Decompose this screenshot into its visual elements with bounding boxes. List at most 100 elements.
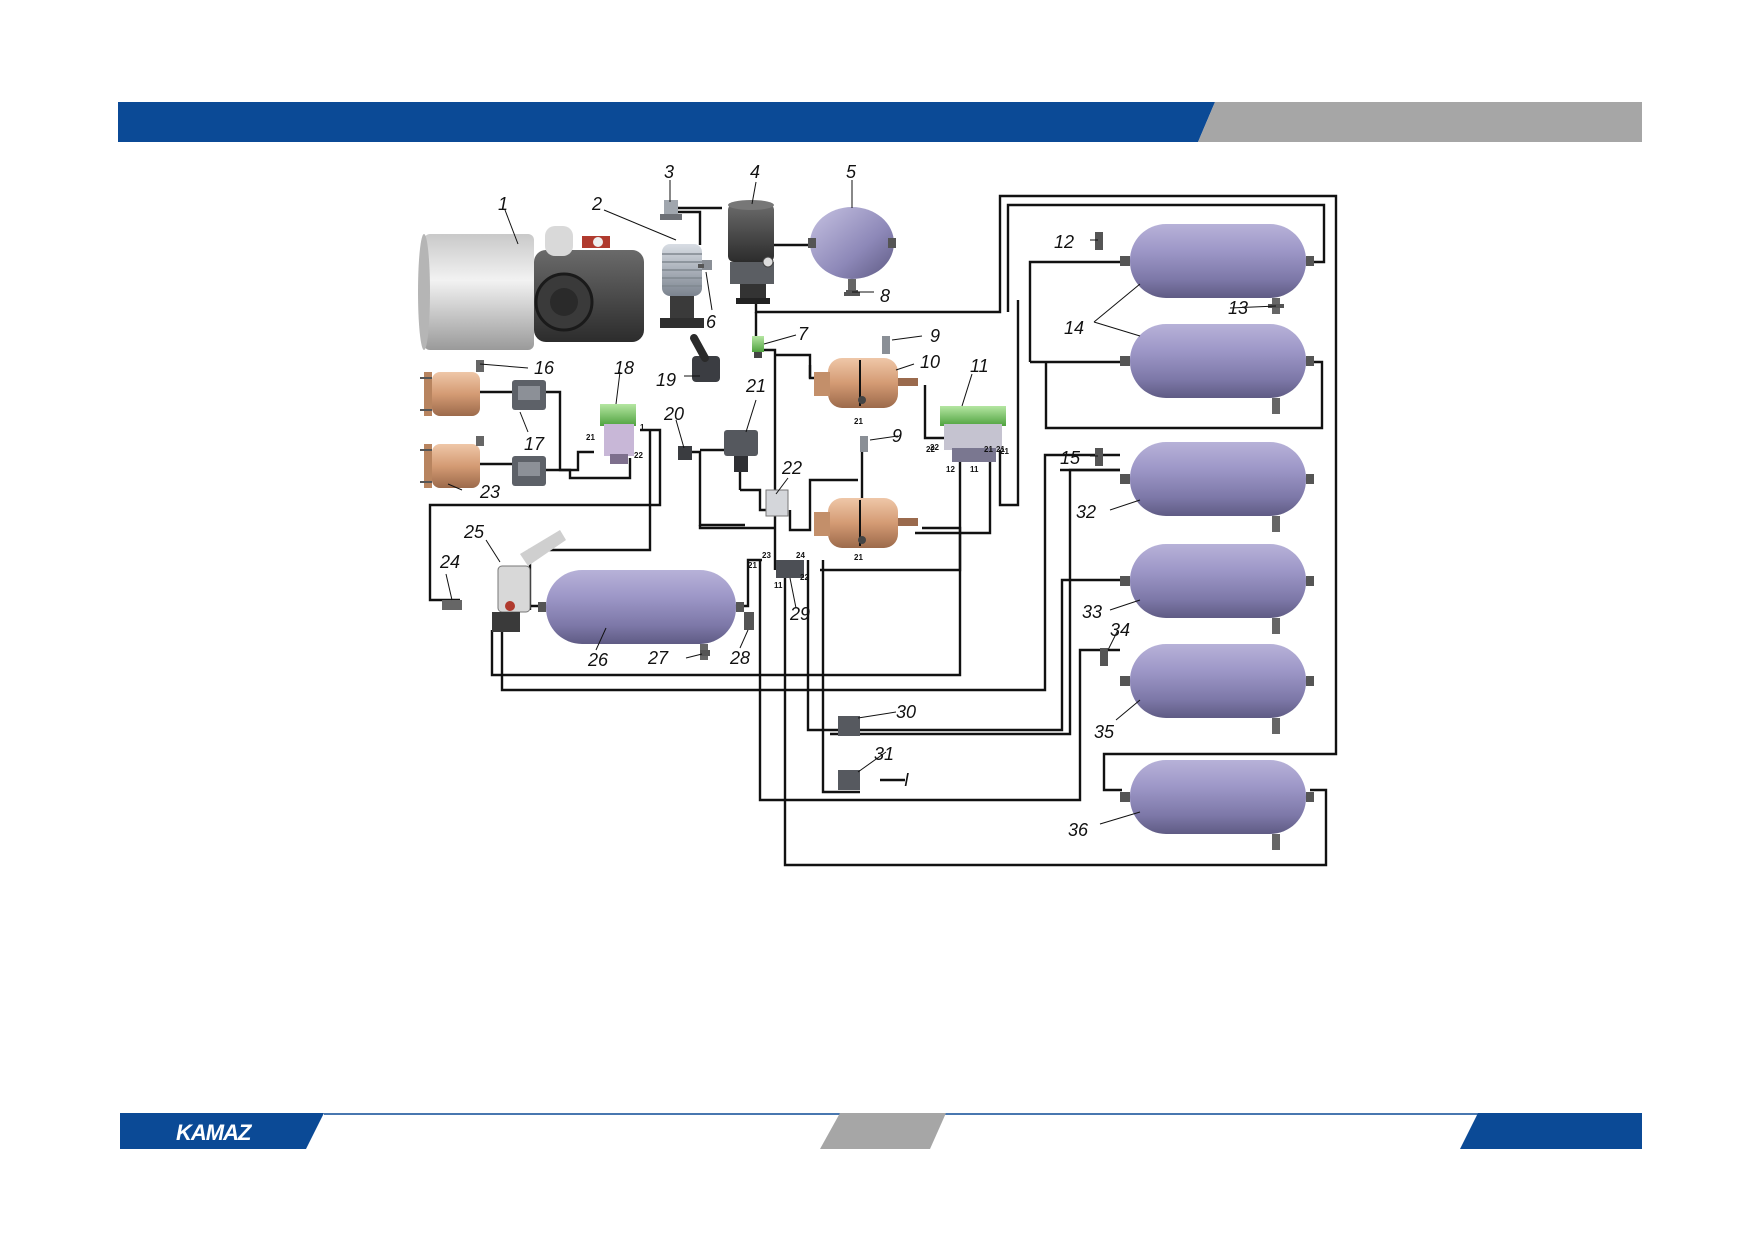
pipe-29-right bbox=[806, 560, 1120, 732]
footer-blue-left bbox=[120, 1113, 324, 1149]
label-11: 11 bbox=[970, 356, 989, 376]
pipe-tank14-loop bbox=[1044, 360, 1324, 430]
port-label: 11 bbox=[774, 581, 783, 590]
drain-8 bbox=[846, 290, 858, 296]
tank-33 bbox=[1120, 544, 1314, 634]
pipe-top-bus-down bbox=[1028, 260, 1122, 362]
label-26: 26 bbox=[587, 650, 609, 670]
label-13: 13 bbox=[1228, 298, 1248, 318]
footer-bar: KAMAZ bbox=[120, 1113, 1642, 1149]
label-1: 1 bbox=[498, 194, 508, 214]
sensor-9-upper bbox=[882, 336, 890, 354]
tank-32 bbox=[1120, 442, 1314, 532]
pipe-dryer-to-top-bus bbox=[754, 194, 1338, 792]
label-17: 17 bbox=[524, 434, 545, 454]
port-label: 22 bbox=[930, 443, 939, 452]
port-label: 21 bbox=[984, 445, 993, 454]
label-24: 24 bbox=[439, 552, 460, 572]
compressor-1 bbox=[418, 226, 644, 350]
port-label: 24 bbox=[796, 551, 805, 560]
pipe-18-to-left-loop bbox=[428, 428, 662, 602]
pipe-11-to-tank bbox=[998, 300, 1020, 507]
pipe-29-mid bbox=[783, 560, 1328, 867]
label-6: 6 bbox=[706, 312, 717, 332]
port-label: 21 bbox=[854, 417, 863, 426]
pipe-network bbox=[428, 194, 1338, 867]
label-35: 35 bbox=[1094, 722, 1115, 742]
label-23: 23 bbox=[479, 482, 500, 502]
label-15: 15 bbox=[1060, 448, 1081, 468]
valve-22 bbox=[765, 489, 789, 517]
port-label: 21 bbox=[854, 553, 863, 562]
label-7: 7 bbox=[798, 324, 809, 344]
leader-lines bbox=[445, 180, 1277, 825]
sensor-15 bbox=[1095, 448, 1103, 466]
label-28: 28 bbox=[729, 648, 750, 668]
sensor-34 bbox=[1100, 648, 1108, 666]
valve-21 bbox=[724, 430, 758, 472]
valve-30 bbox=[838, 716, 860, 736]
footer-blue-right bbox=[1460, 1113, 1642, 1149]
label-16: 16 bbox=[534, 358, 555, 378]
tank-35 bbox=[1120, 644, 1314, 734]
pipe-25-bottom-b bbox=[500, 453, 1120, 692]
label-36: 36 bbox=[1068, 820, 1089, 840]
label-10: 10 bbox=[920, 352, 940, 372]
port-label: 21 bbox=[996, 445, 1005, 454]
pipe-center-trunk bbox=[754, 312, 777, 570]
label-21: 21 bbox=[745, 376, 766, 396]
modulator-17-lower bbox=[512, 456, 546, 486]
brake-chamber-23 bbox=[420, 436, 484, 488]
label-12: 12 bbox=[1054, 232, 1074, 252]
sensor-9-lower bbox=[860, 436, 868, 452]
label-9a: 9 bbox=[930, 326, 940, 346]
pipe-25-bottom-a bbox=[490, 526, 962, 677]
spring-brake-chamber-10 bbox=[814, 358, 918, 408]
tank-14-lower bbox=[1120, 324, 1314, 414]
label-14: 14 bbox=[1064, 318, 1084, 338]
label-29: 29 bbox=[789, 604, 810, 624]
pipe-29-to-31 bbox=[821, 560, 860, 794]
label-9b: 9 bbox=[892, 426, 902, 446]
label-3: 3 bbox=[664, 162, 674, 182]
label-18: 18 bbox=[614, 358, 634, 378]
port-label: 12 bbox=[946, 465, 955, 474]
connector-24 bbox=[442, 600, 462, 610]
pipe-22-left-loop bbox=[698, 525, 774, 530]
valve-7 bbox=[752, 336, 764, 358]
pipe-20-line bbox=[690, 450, 745, 527]
label-33: 33 bbox=[1082, 602, 1102, 622]
pipe-top-bus-inner bbox=[1006, 203, 1326, 312]
header-bar-graphic bbox=[118, 102, 1642, 142]
filter-2 bbox=[660, 244, 704, 328]
pipe-17b-to-18 bbox=[546, 458, 632, 480]
port-label: 22 bbox=[800, 573, 809, 582]
port-label: 22 bbox=[926, 445, 935, 454]
header-blue-band bbox=[118, 102, 1215, 142]
port-label: 21 bbox=[1000, 447, 1009, 456]
port-label: 11 bbox=[970, 465, 979, 474]
fitting-6 bbox=[698, 260, 712, 270]
valve-31 bbox=[838, 770, 860, 790]
port-label: 22 bbox=[634, 451, 643, 460]
air-dryer-4 bbox=[728, 200, 774, 304]
pipe-29-to-11 bbox=[820, 440, 962, 572]
pipe-29-left bbox=[758, 560, 1120, 802]
component-number-labels: 1 2 3 4 5 6 7 8 9 9 10 11 12 13 14 15 16… bbox=[439, 162, 1248, 840]
port-label: 1 bbox=[640, 423, 645, 432]
footer-gray-center bbox=[820, 1113, 946, 1149]
header-bar bbox=[118, 102, 1642, 142]
receiver-tanks bbox=[538, 207, 1314, 850]
label-20: 20 bbox=[663, 404, 684, 424]
label-22: 22 bbox=[781, 458, 802, 478]
drain-27 bbox=[700, 650, 710, 656]
header-gray-band bbox=[1198, 102, 1642, 142]
label-5: 5 bbox=[846, 162, 857, 182]
valve-3 bbox=[660, 200, 682, 220]
label-2: 2 bbox=[591, 194, 602, 214]
spring-brake-chamber-lower bbox=[814, 498, 918, 548]
sensor-28 bbox=[744, 612, 754, 630]
sensor-12 bbox=[1095, 232, 1103, 250]
label-25: 25 bbox=[463, 522, 485, 542]
